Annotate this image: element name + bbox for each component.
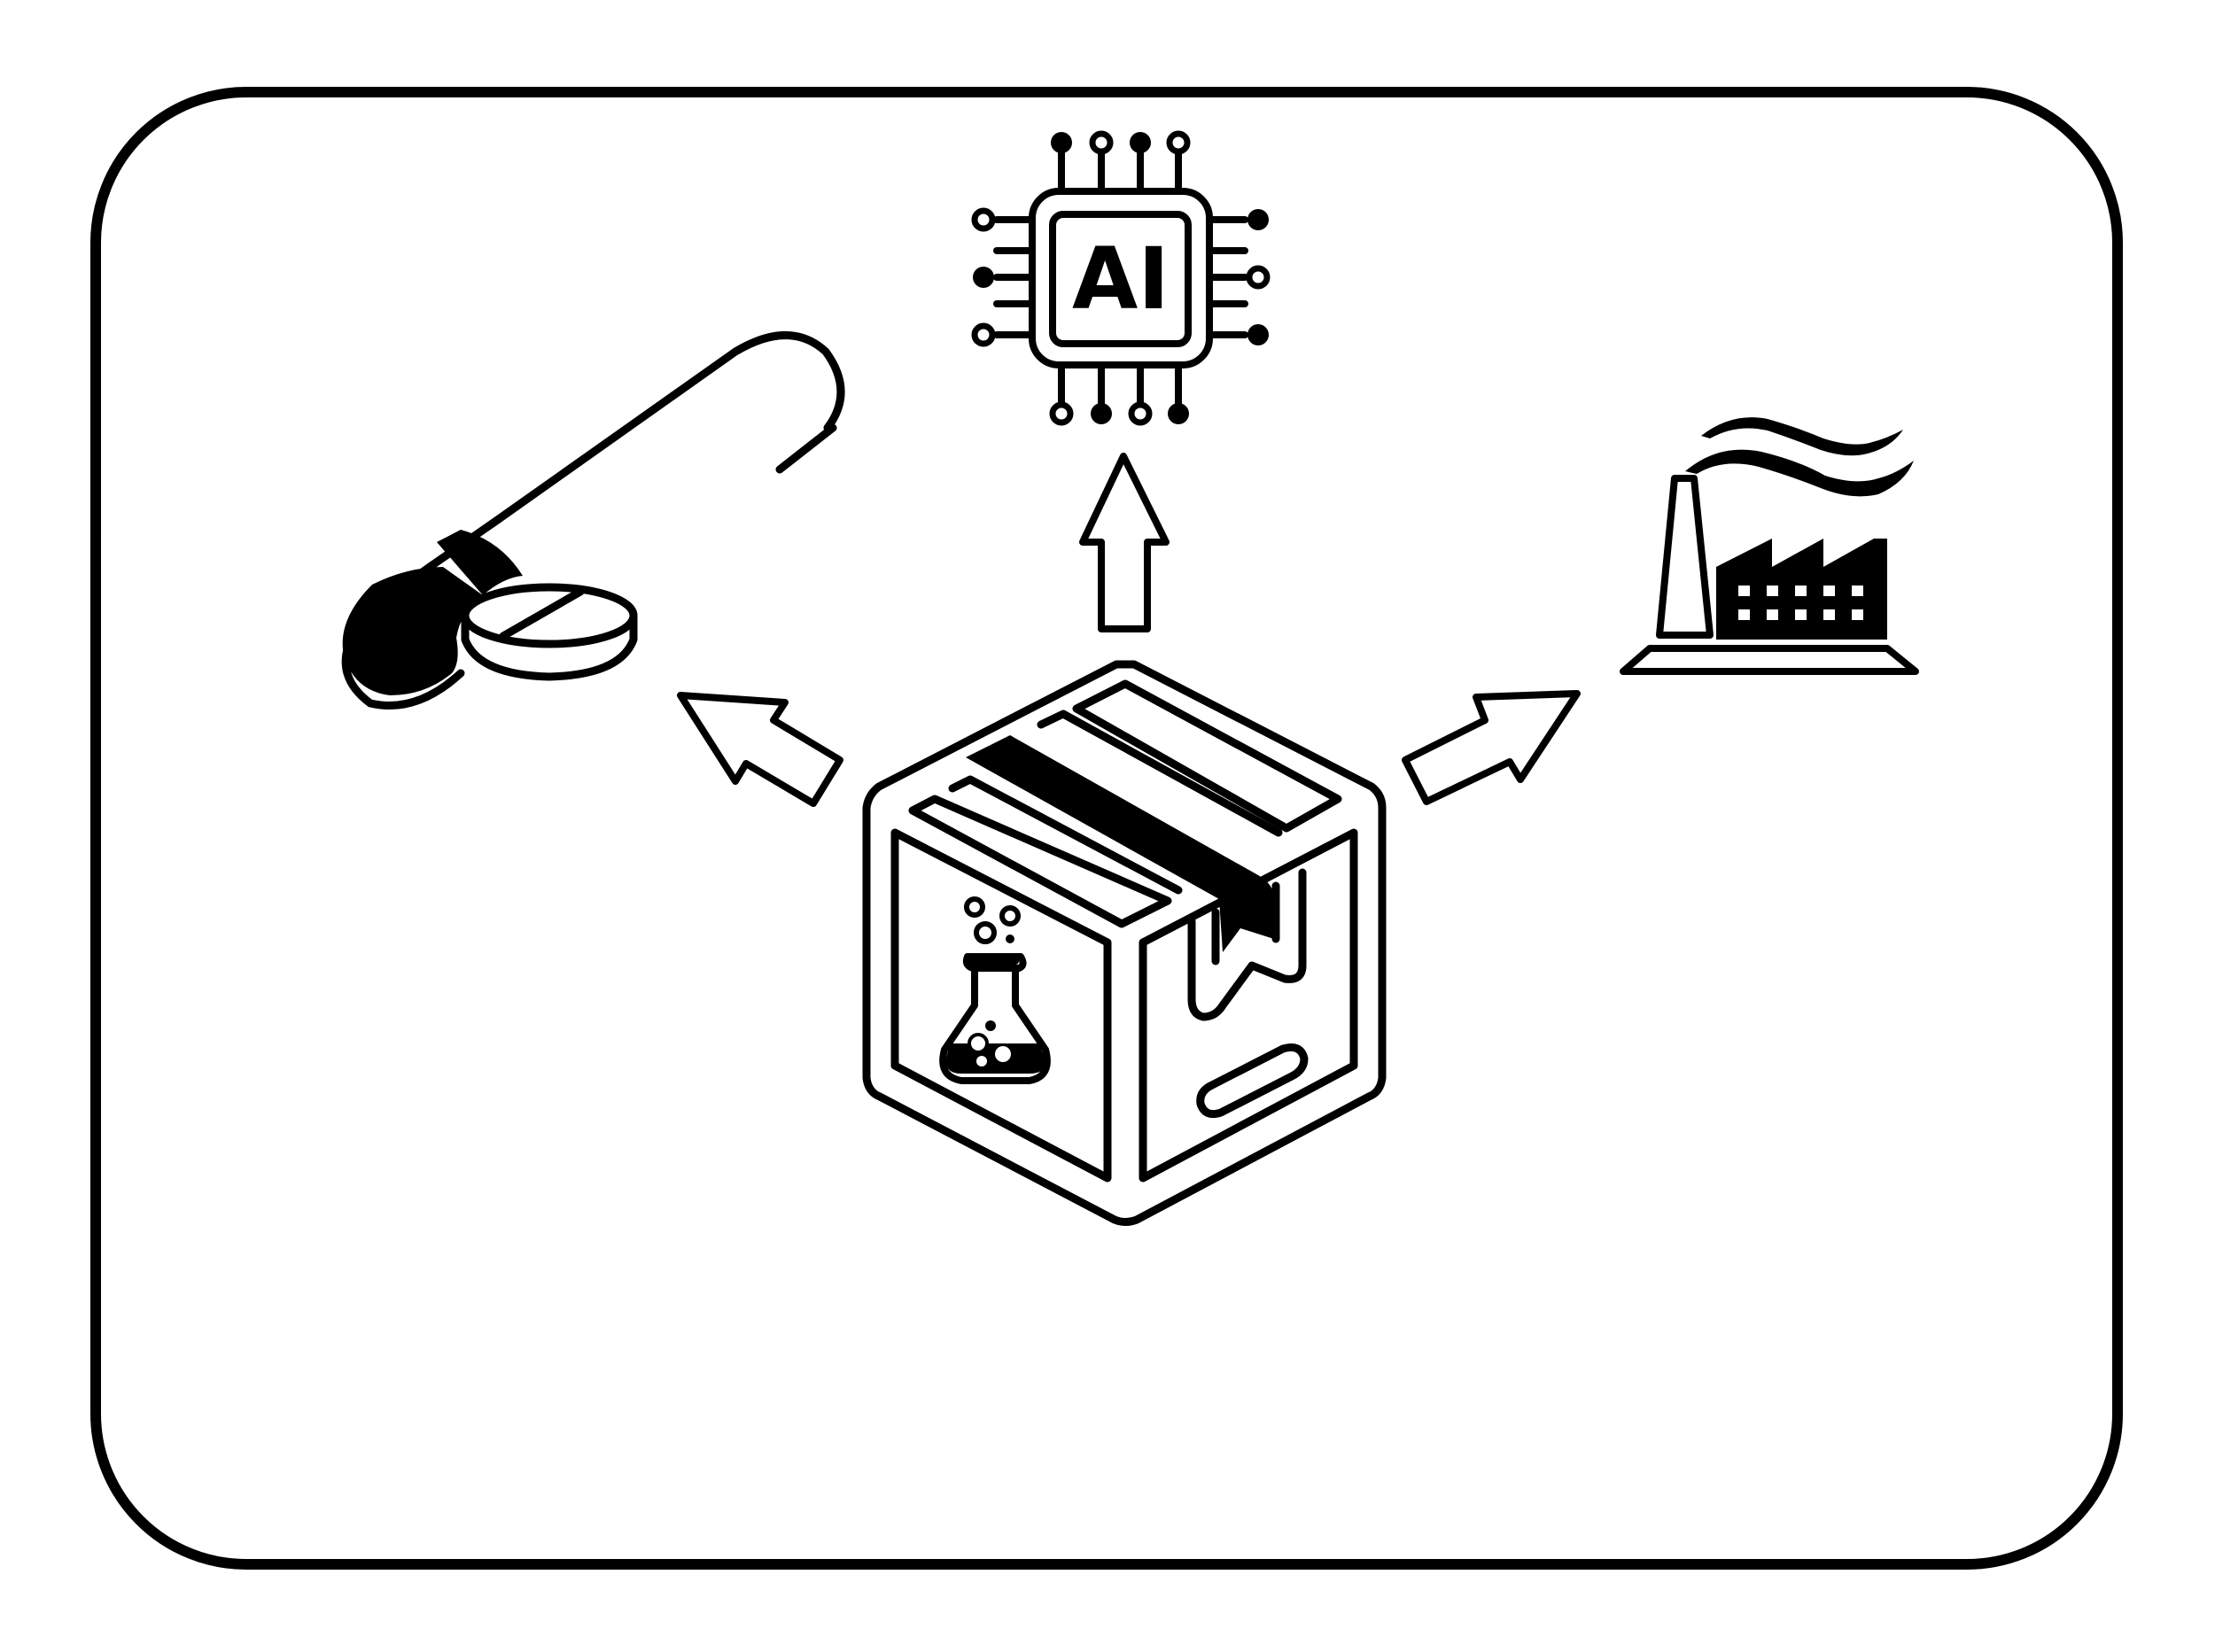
- factory-icon: [1620, 417, 1919, 675]
- cardboard-box-with-flask-icon: [862, 660, 1387, 1226]
- arrow-up: [1079, 453, 1170, 632]
- pills-icon: [341, 331, 845, 710]
- flask-icon: [939, 896, 1051, 1084]
- ai-chip-label: AI: [1072, 229, 1170, 329]
- diagram-frame: [90, 87, 2123, 1570]
- arrow-up-left: [677, 692, 843, 807]
- ai-chip-icon: AI: [971, 130, 1271, 426]
- arrow-up-right: [1402, 690, 1581, 805]
